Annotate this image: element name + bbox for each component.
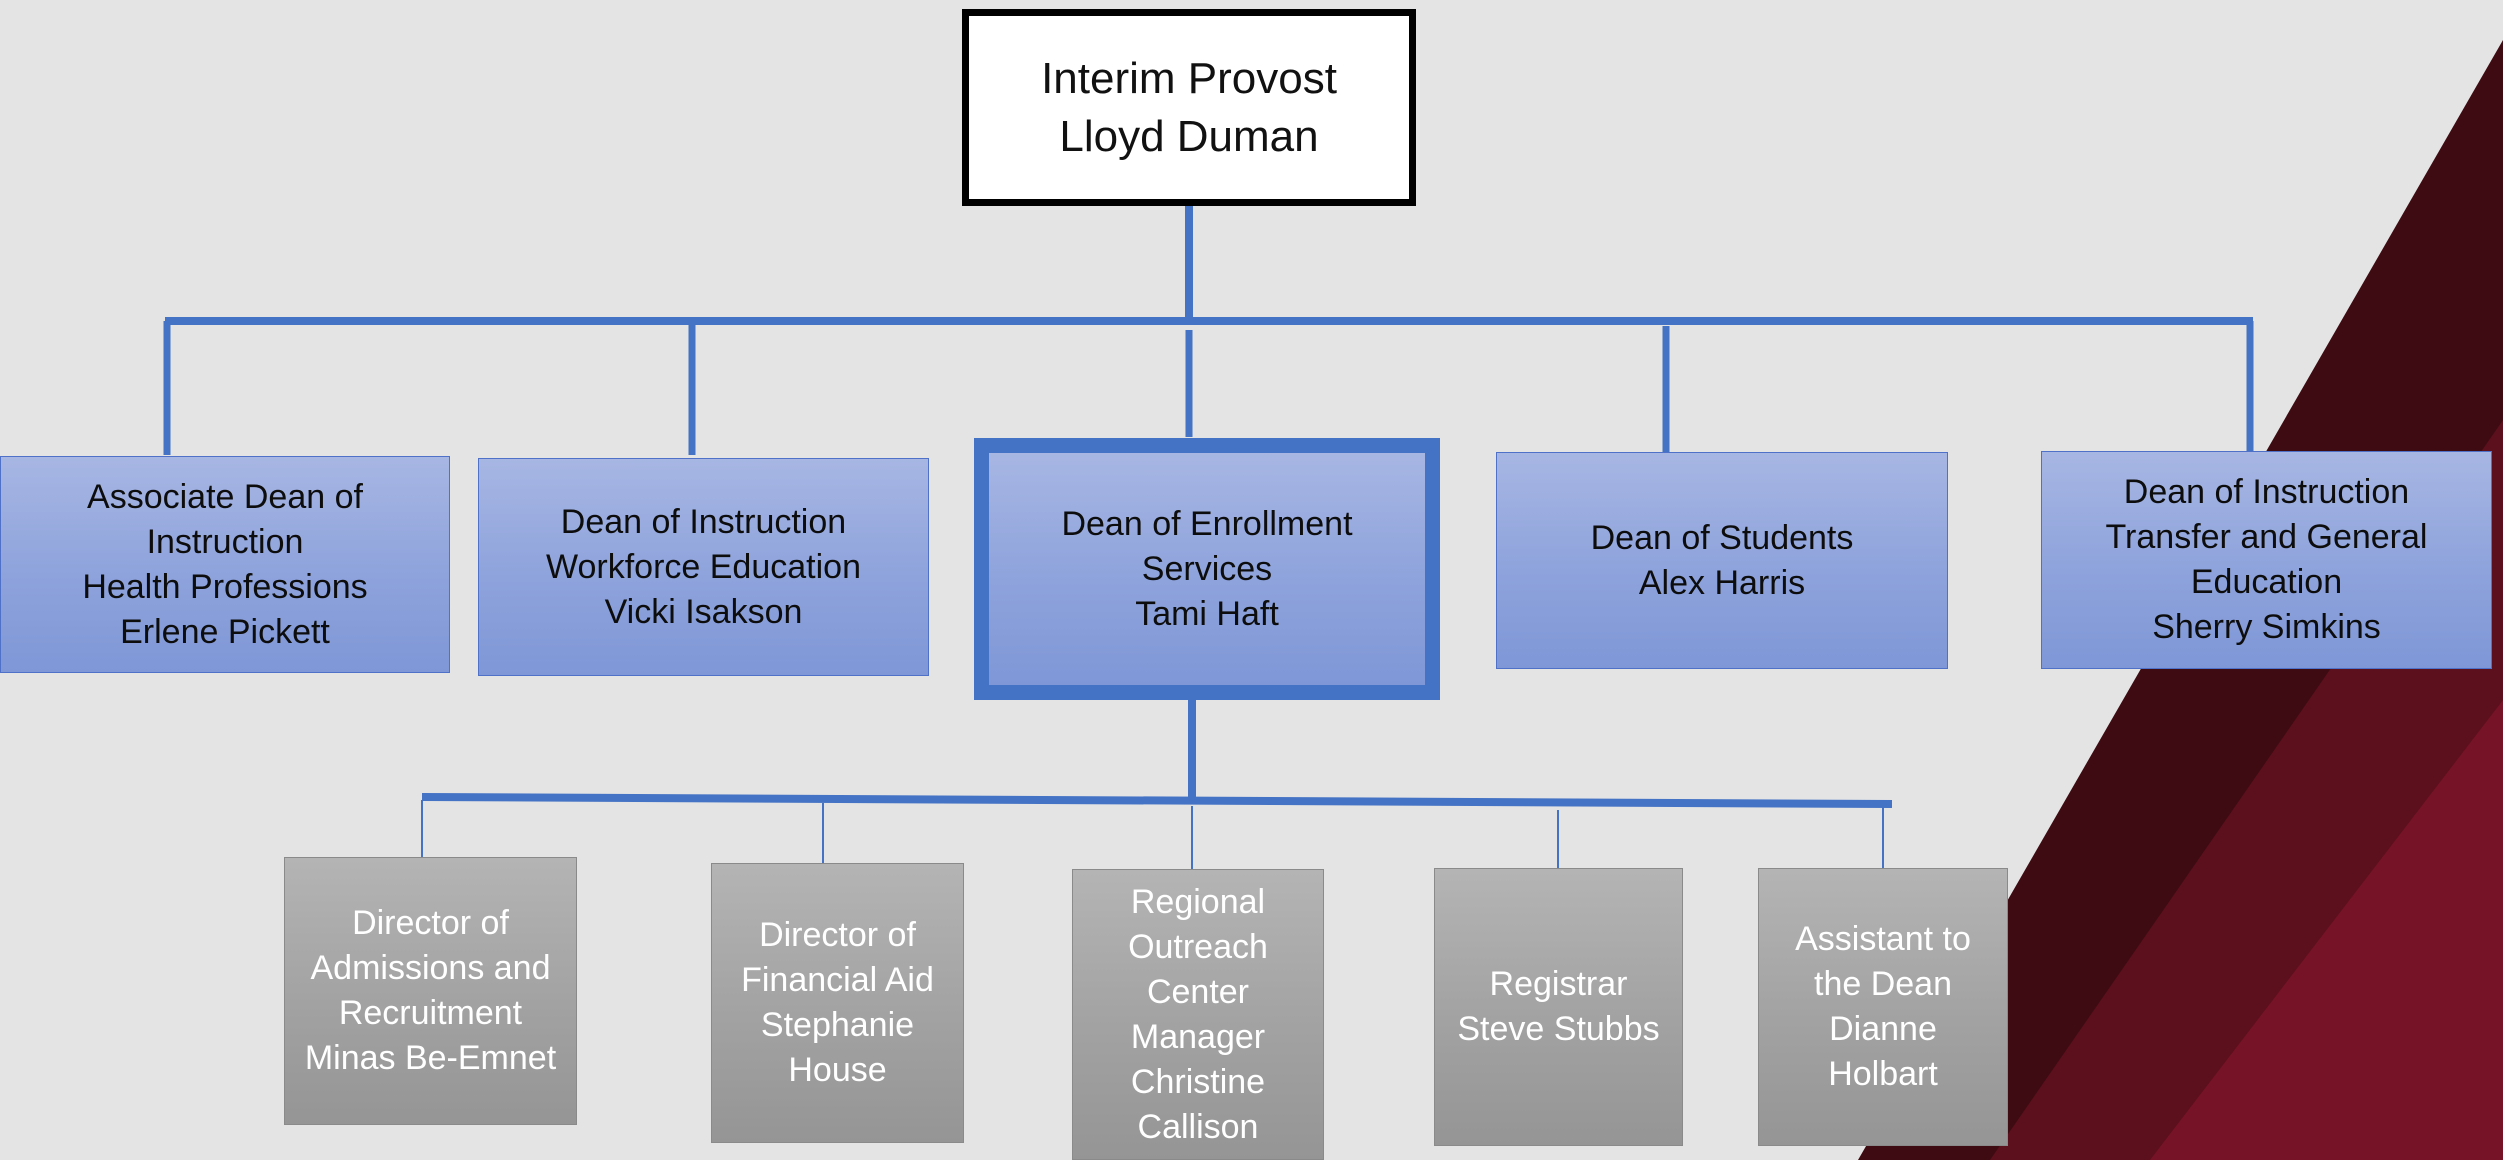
staff-label: Director of Financial Aid Stephanie Hous… — [741, 916, 934, 1089]
staff-box-registrar: Registrar Steve Stubbs — [1434, 868, 1683, 1146]
staff-box-regional-outreach: Regional Outreach Center Manager Christi… — [1072, 869, 1324, 1160]
dean-box-enrollment-services: Dean of Enrollment Services Tami Haft — [974, 438, 1440, 700]
staff-label: Assistant to the Dean Dianne Holbart — [1795, 920, 1971, 1093]
dean-label: Dean of Instruction Transfer and General… — [2105, 473, 2428, 646]
connector-staff-bus — [421, 793, 1893, 808]
dean-label: Dean of Enrollment Services Tami Haft — [1061, 504, 1353, 633]
dean-box-transfer-general-education: Dean of Instruction Transfer and General… — [2041, 451, 2492, 669]
staff-label: Director of Admissions and Recruitment M… — [304, 904, 557, 1077]
staff-label: Registrar Steve Stubbs — [1457, 965, 1660, 1048]
red-triangle-front — [2150, 700, 2503, 1160]
dean-box-workforce-education: Dean of Instruction Workforce Education … — [478, 458, 929, 676]
staff-box-financial-aid: Director of Financial Aid Stephanie Hous… — [711, 863, 964, 1143]
provost-name: Lloyd Duman — [1059, 111, 1319, 161]
dean-label: Associate Dean of Instruction Health Pro… — [82, 477, 368, 651]
staff-label: Regional Outreach Center Manager Christi… — [1128, 882, 1268, 1146]
dean-box-health-professions: Associate Dean of Instruction Health Pro… — [0, 456, 450, 673]
staff-box-admissions: Director of Admissions and Recruitment M… — [284, 857, 577, 1125]
dean-box-students: Dean of Students Alex Harris — [1496, 452, 1948, 669]
provost-title: Interim Provost — [1041, 53, 1337, 103]
provost-box: Interim Provost Lloyd Duman — [962, 9, 1416, 206]
dean-label: Dean of Instruction Workforce Education … — [546, 502, 861, 631]
dean-label: Dean of Students Alex Harris — [1590, 518, 1854, 602]
staff-box-assistant-to-dean: Assistant to the Dean Dianne Holbart — [1758, 868, 2008, 1146]
